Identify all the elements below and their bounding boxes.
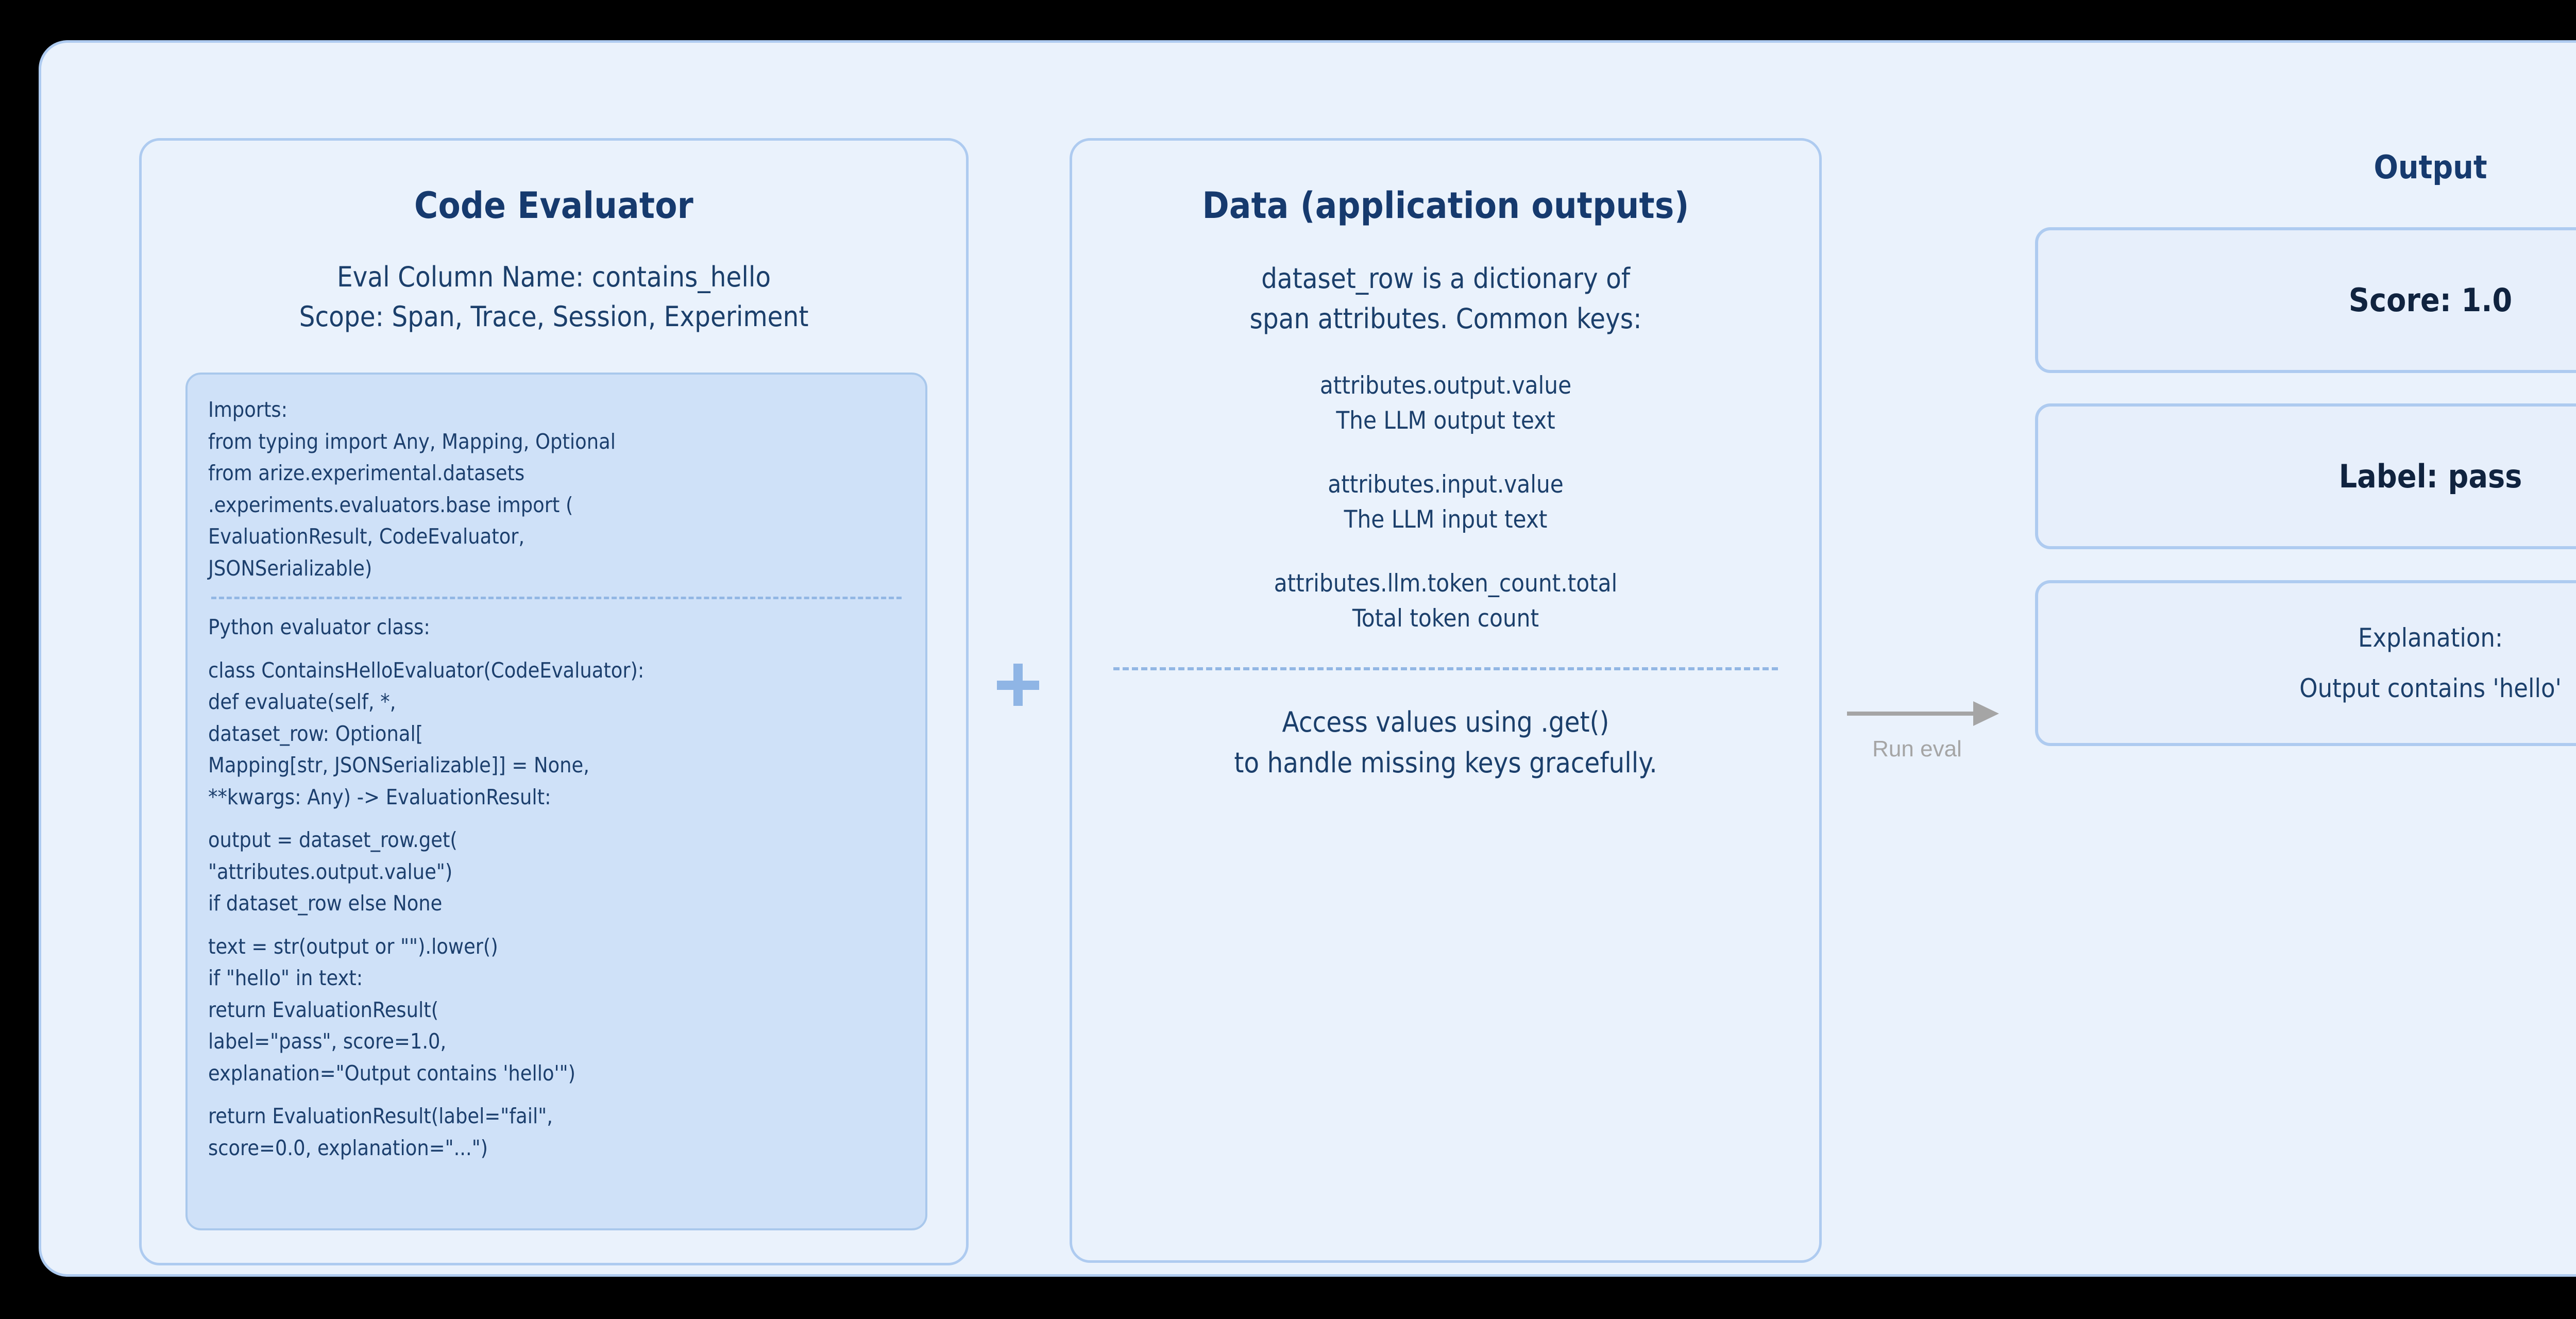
score-box: Score: 1.0 xyxy=(2035,227,2576,373)
attribute-key: attributes.output.value xyxy=(1319,371,1572,400)
data-panel: Data (application outputs) dataset_row i… xyxy=(1070,138,1822,1263)
import-line: JSONSerializable) xyxy=(208,555,372,581)
explanation-heading: Explanation: xyxy=(2358,622,2503,653)
attribute-description: Total token count xyxy=(1352,604,1539,633)
plus-icon xyxy=(997,664,1039,706)
arrow-shaft-icon xyxy=(1847,712,1976,716)
spacer xyxy=(208,813,905,824)
intro-line: span attributes. Common keys: xyxy=(1249,302,1642,335)
intro-line: dataset_row is a dictionary of xyxy=(1261,262,1630,295)
spacer xyxy=(208,920,905,931)
data-panel-divider xyxy=(1113,667,1778,671)
note-line: Access values using .get() xyxy=(1282,706,1609,739)
code-evaluator-subtitle: Eval Column Name: contains_hello Scope: … xyxy=(142,258,966,336)
attribute-entry: attributes.output.value The LLM output t… xyxy=(1072,368,1819,438)
attribute-description: The LLM output text xyxy=(1336,406,1555,435)
output-title: Output xyxy=(2374,148,2487,186)
run-eval-label: Run eval xyxy=(1872,736,1962,762)
code-evaluator-title: Code Evaluator xyxy=(414,184,693,227)
spacer xyxy=(208,1089,905,1101)
class-line: score=0.0, explanation="...") xyxy=(208,1135,488,1160)
attribute-entry: attributes.llm.token_count.total Total t… xyxy=(1072,566,1819,636)
attribute-description: The LLM input text xyxy=(1344,505,1548,534)
class-line: if "hello" in text: xyxy=(208,966,363,990)
class-line: if dataset_row else None xyxy=(208,891,443,916)
attribute-key: attributes.llm.token_count.total xyxy=(1274,569,1618,598)
label-box: Label: pass xyxy=(2035,403,2576,549)
diagram-canvas: Code Evaluator Eval Column Name: contain… xyxy=(39,40,2576,1277)
code-divider xyxy=(211,597,902,599)
class-line: class ContainsHelloEvaluator(CodeEvaluat… xyxy=(208,657,645,683)
import-line: EvaluationResult, CodeEvaluator, xyxy=(208,524,525,549)
data-panel-note: Access values using .get() to handle mis… xyxy=(1072,702,1819,783)
run-eval-arrow: Run eval xyxy=(1847,687,2007,785)
code-evaluator-panel: Code Evaluator Eval Column Name: contain… xyxy=(139,138,969,1265)
class-line: label="pass", score=1.0, xyxy=(208,1029,447,1054)
imports-heading: Imports: xyxy=(208,397,288,422)
class-line: def evaluate(self, *, xyxy=(208,689,396,714)
class-line: dataset_row: Optional[ xyxy=(208,721,423,746)
attribute-key: attributes.input.value xyxy=(1328,470,1564,499)
class-line: output = dataset_row.get( xyxy=(208,827,457,852)
class-line: Mapping[str, JSONSerializable]] = None, xyxy=(208,753,589,777)
explanation-box: Explanation: Output contains 'hello' xyxy=(2035,580,2576,746)
note-line: to handle missing keys gracefully. xyxy=(1234,746,1657,779)
label-value: Label: pass xyxy=(2338,458,2522,495)
spacer xyxy=(208,644,905,655)
plus-icon-vertical-bar xyxy=(1013,664,1023,706)
class-line: "attributes.output.value") xyxy=(208,859,453,884)
class-heading: Python evaluator class: xyxy=(208,615,430,639)
score-value: Score: 1.0 xyxy=(2348,281,2513,319)
class-line: **kwargs: Any) -> EvaluationResult: xyxy=(208,784,551,809)
attribute-entry: attributes.input.value The LLM input tex… xyxy=(1072,467,1819,537)
import-line: .experiments.evaluators.base import ( xyxy=(208,492,573,517)
code-snippet-block: Imports: from typing import Any, Mapping… xyxy=(185,373,927,1230)
eval-column-name-line: Eval Column Name: contains_hello xyxy=(336,261,771,293)
explanation-text: Output contains 'hello' xyxy=(2299,673,2562,703)
scope-line: Scope: Span, Trace, Session, Experiment xyxy=(299,300,809,333)
data-panel-intro: dataset_row is a dictionary of span attr… xyxy=(1072,259,1819,340)
class-line: explanation="Output contains 'hello'") xyxy=(208,1060,576,1086)
import-line: from typing import Any, Mapping, Optiona… xyxy=(208,429,616,454)
arrow-head-icon xyxy=(1973,701,1999,726)
class-line: return EvaluationResult(label="fail", xyxy=(208,1104,553,1128)
class-line: text = str(output or "").lower() xyxy=(208,934,498,959)
import-line: from arize.experimental.datasets xyxy=(208,461,525,485)
class-line: return EvaluationResult( xyxy=(208,997,439,1022)
data-panel-title: Data (application outputs) xyxy=(1202,184,1689,227)
